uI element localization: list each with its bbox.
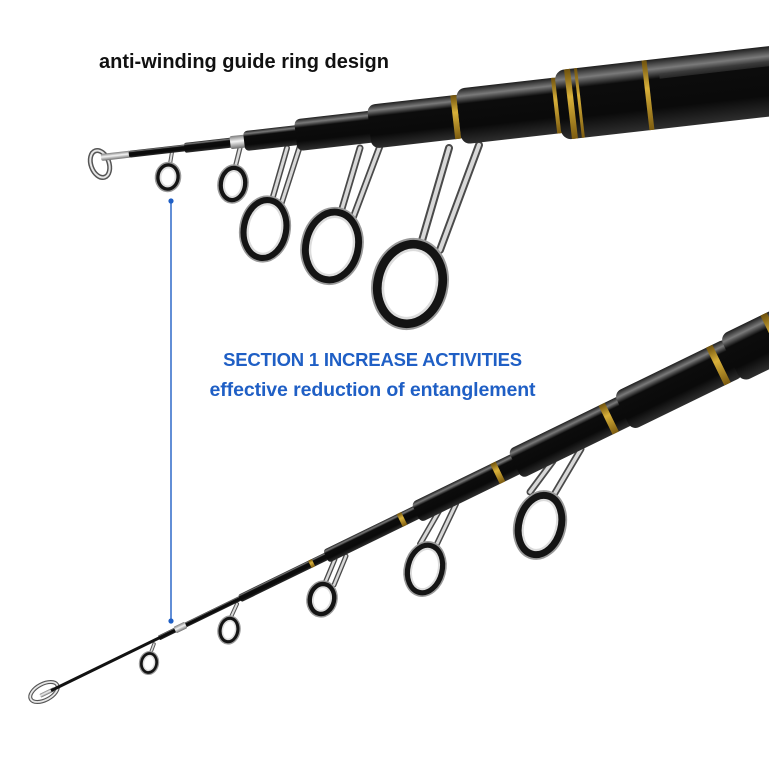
guide-ring <box>217 615 241 645</box>
rod-segment <box>238 550 333 602</box>
gold-band <box>450 94 462 140</box>
guide-frame <box>417 501 459 551</box>
guide-frame <box>229 602 239 619</box>
guide-frame <box>322 553 349 588</box>
guide-frame <box>526 445 585 502</box>
rod-segment <box>50 634 165 692</box>
rod-carbon-sheen <box>659 60 769 79</box>
rod-segment <box>412 453 524 521</box>
rod-tip-metal <box>100 150 132 161</box>
callout-line <box>168 198 174 624</box>
guide-ring <box>370 237 450 331</box>
guide-frame <box>337 142 384 222</box>
rod-segment <box>294 110 377 151</box>
gold-band <box>598 402 619 435</box>
guide-ring <box>306 580 338 618</box>
guide-ring <box>217 164 249 204</box>
top-guide-rings <box>87 147 450 331</box>
rod-segment <box>509 396 634 477</box>
guide-frame <box>417 141 483 254</box>
gold-band <box>564 68 578 140</box>
rod-segment <box>456 77 567 144</box>
bottom-guide-rings <box>28 490 568 704</box>
gold-band <box>705 344 731 386</box>
guide-ring <box>403 541 447 597</box>
ring-design-caption: anti-winding guide ring design <box>99 51 389 73</box>
top-rod <box>100 44 769 161</box>
guide-frame <box>269 143 303 208</box>
gold-band <box>641 60 655 131</box>
metal-ferrule <box>173 622 188 633</box>
rod-segment <box>722 299 769 380</box>
rod-segment <box>128 144 187 158</box>
gold-band <box>308 559 316 568</box>
guide-ring <box>138 650 160 676</box>
rod-segment <box>243 125 303 151</box>
tip-top-ring <box>87 147 113 181</box>
rod-segment <box>367 95 467 148</box>
guide-ring <box>238 195 292 263</box>
guide-frame <box>149 642 156 654</box>
gold-band <box>760 312 769 363</box>
rod-segment <box>555 44 769 140</box>
section-subtitle: effective reduction of entanglement <box>209 379 536 401</box>
section-title: SECTION 1 INCREASE ACTIVITIES <box>223 349 522 370</box>
top-guide-frames <box>168 141 483 254</box>
gold-band <box>573 68 585 138</box>
bottom-guide-frames <box>149 445 585 654</box>
rod-segment <box>616 340 743 428</box>
metal-ferrule <box>229 134 247 149</box>
tip-top-ring <box>28 680 60 704</box>
gold-band <box>490 461 506 484</box>
gold-band <box>396 512 408 527</box>
rod-segment <box>323 504 424 562</box>
callout-dot-top <box>168 198 174 204</box>
guide-ring <box>300 206 364 286</box>
rod-segment <box>184 136 243 153</box>
guide-ring <box>154 161 182 193</box>
callout-dot-bottom <box>168 618 174 624</box>
bottom-rod <box>39 299 769 698</box>
guide-ring <box>512 490 568 560</box>
